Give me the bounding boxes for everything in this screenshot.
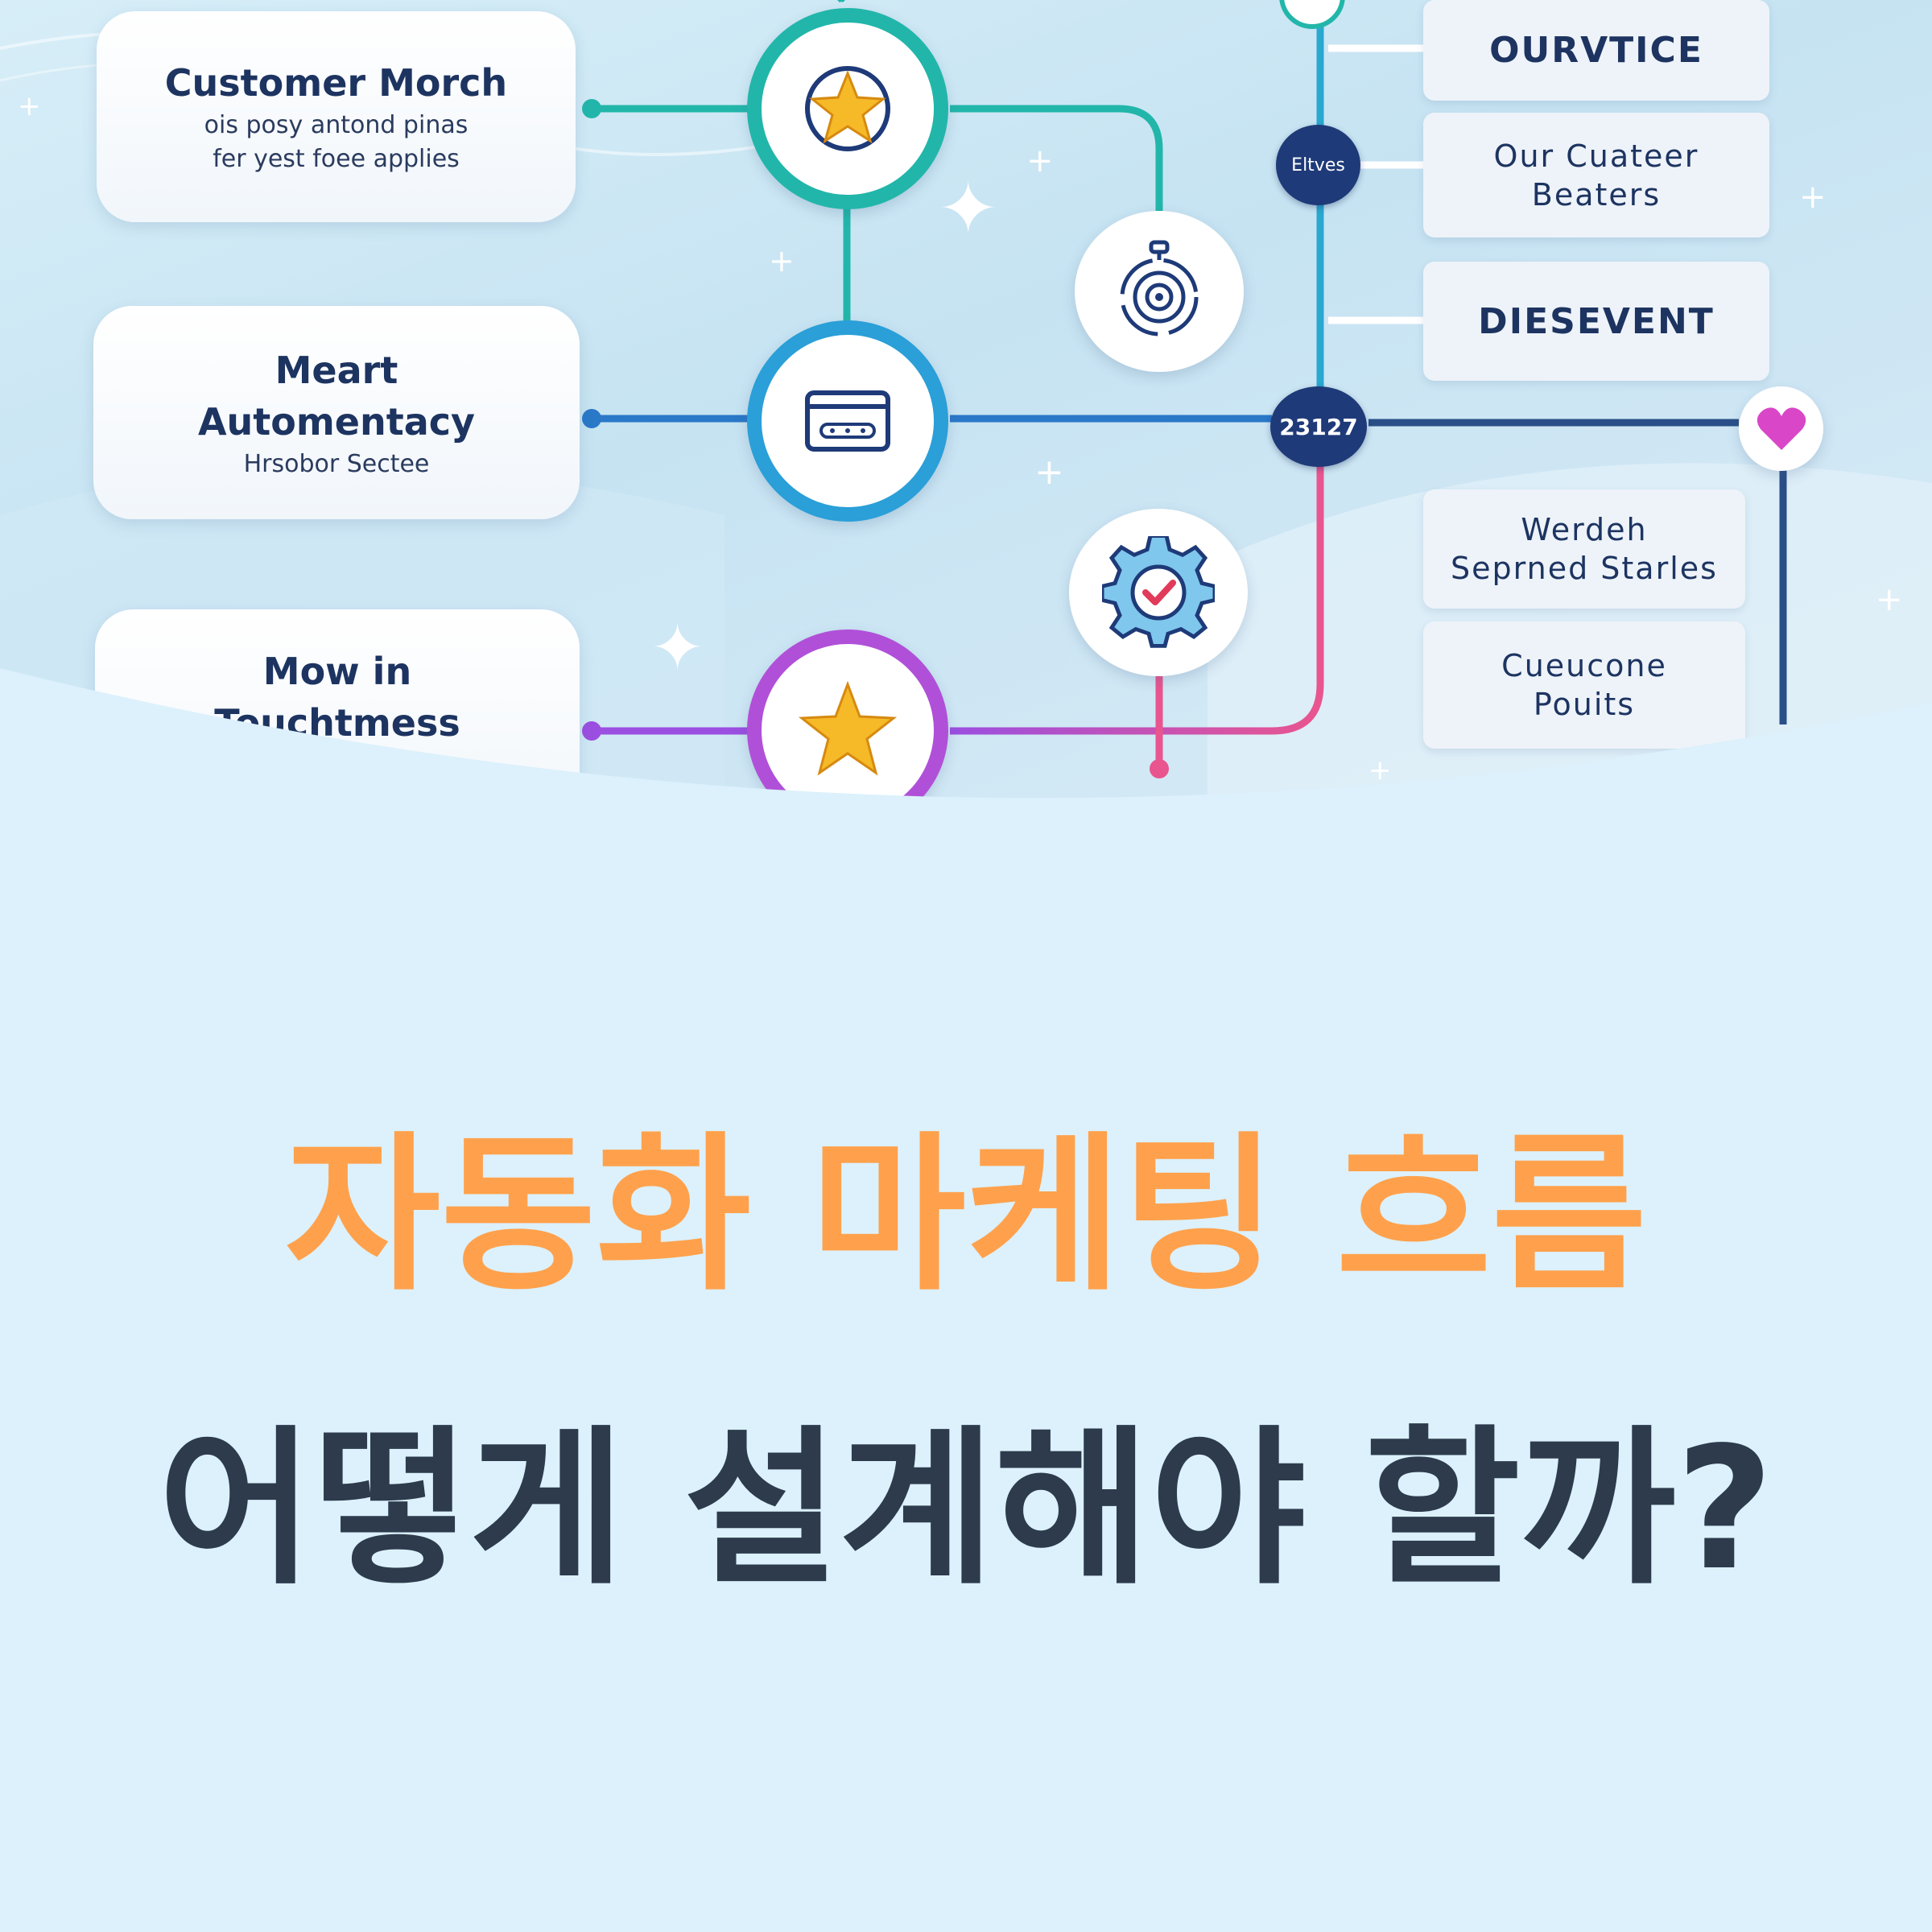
sparkle-icon: ✦ — [650, 610, 705, 685]
card-subtitle: ois posy antond pinas — [204, 111, 469, 139]
flow-diagram-illustration: Customer Morch ois posy antond pinas fer… — [0, 0, 1932, 805]
box-line: Our Cuateer — [1493, 138, 1699, 174]
box-title: DIESEVENT — [1478, 300, 1715, 342]
card-subtitle: fer yest foee applies — [213, 145, 460, 173]
node-target — [1075, 211, 1244, 372]
box-line: Werdeh — [1521, 512, 1648, 547]
sparkle-icon: + — [1799, 179, 1827, 216]
node-gear-check — [1069, 509, 1248, 676]
star-icon — [799, 60, 896, 157]
card-mow-in-touchtmess: Mow in Touchtmess — [95, 609, 580, 805]
box-diesevent: DIESEVENT — [1423, 262, 1769, 381]
card-meart-automentacy: Meart Automentacy Hrsobor Sectee — [93, 306, 580, 519]
sparkle-icon: + — [1876, 581, 1903, 618]
sparkle-icon: ✦ — [938, 167, 999, 251]
card-title: Meart — [275, 348, 398, 392]
card-title: Automentacy — [197, 399, 476, 444]
box-line: Beaters — [1531, 176, 1662, 213]
box-line: Pouits — [1533, 687, 1636, 722]
box-werdeh-seprned-starles: Werdeh Seprned Starles — [1423, 489, 1745, 609]
headline-title: 자동화 마케팅 흐름 — [285, 1117, 1647, 1314]
gear-check-icon — [1102, 536, 1215, 649]
card-title: Mow in — [262, 650, 412, 693]
headline-question: 어떻게 설계해야 할까? — [158, 1410, 1774, 1608]
sparkle-icon: + — [1026, 142, 1054, 180]
node-card-middle — [747, 320, 948, 522]
sparkle-icon: + — [1034, 452, 1064, 493]
box-our-cuateer-beaters: Our Cuateer Beaters — [1423, 113, 1769, 237]
node-star-top — [747, 8, 948, 209]
card-customer-morch: Customer Morch ois posy antond pinas fer… — [97, 11, 576, 222]
box-line: Seprned Starles — [1451, 551, 1718, 586]
node-heart — [1739, 386, 1823, 471]
card-title: Customer Morch — [164, 61, 508, 105]
heart-icon — [1756, 405, 1807, 453]
sparkle-icon: + — [769, 243, 795, 279]
card-icon — [803, 389, 892, 453]
box-cueucone-pouits: Cueucone Pouits — [1423, 621, 1745, 749]
target-icon — [1107, 239, 1212, 344]
card-title: Touchtmess — [214, 701, 460, 745]
card-subtitle: Hrsobor Sectee — [243, 449, 430, 478]
sparkle-icon: + — [18, 90, 41, 122]
star-icon — [795, 678, 900, 782]
box-line: Cueucone — [1501, 648, 1667, 683]
badge-eltves: Eltves — [1276, 125, 1360, 205]
sparkle-icon: + — [1368, 754, 1392, 786]
box-title: OURVTICE — [1489, 30, 1703, 71]
badge-number: 23127 — [1270, 386, 1367, 467]
box-ourvtice: OURVTICE — [1423, 0, 1769, 101]
